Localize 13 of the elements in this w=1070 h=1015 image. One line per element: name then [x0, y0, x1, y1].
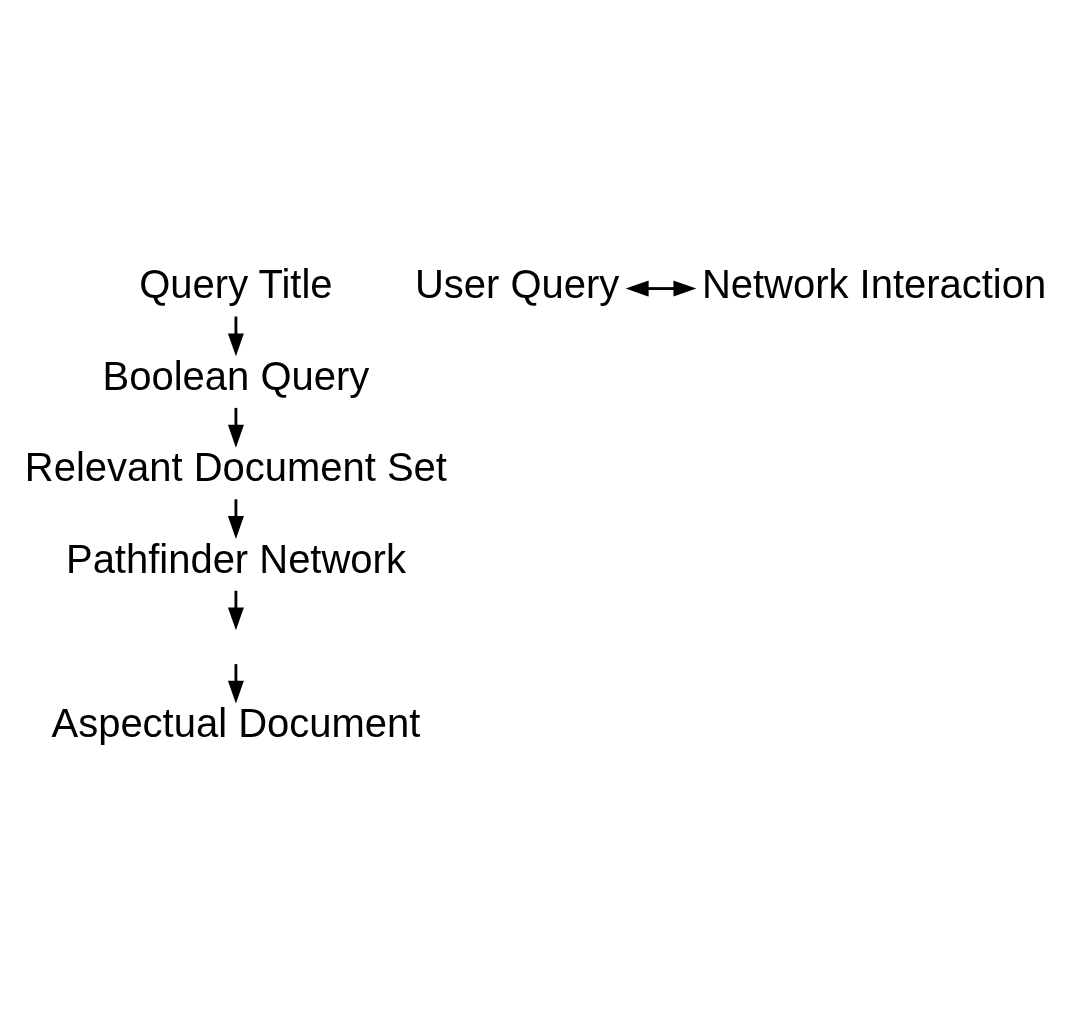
arrow [227, 498, 244, 539]
arrow [625, 280, 697, 297]
arrow [227, 590, 244, 630]
node-text: Aspectual Document [51, 700, 421, 745]
node-text: Network Interaction [701, 261, 1047, 306]
node-text: Boolean Query [102, 353, 370, 398]
node-text: Pathfinder Network [65, 536, 406, 580]
node-text: Query Title [139, 261, 333, 306]
arrow [227, 316, 244, 356]
arrow [227, 663, 244, 704]
node-text: User Query [414, 261, 620, 306]
node-text: Relevant Document Set [24, 444, 447, 489]
arrow [227, 407, 244, 448]
